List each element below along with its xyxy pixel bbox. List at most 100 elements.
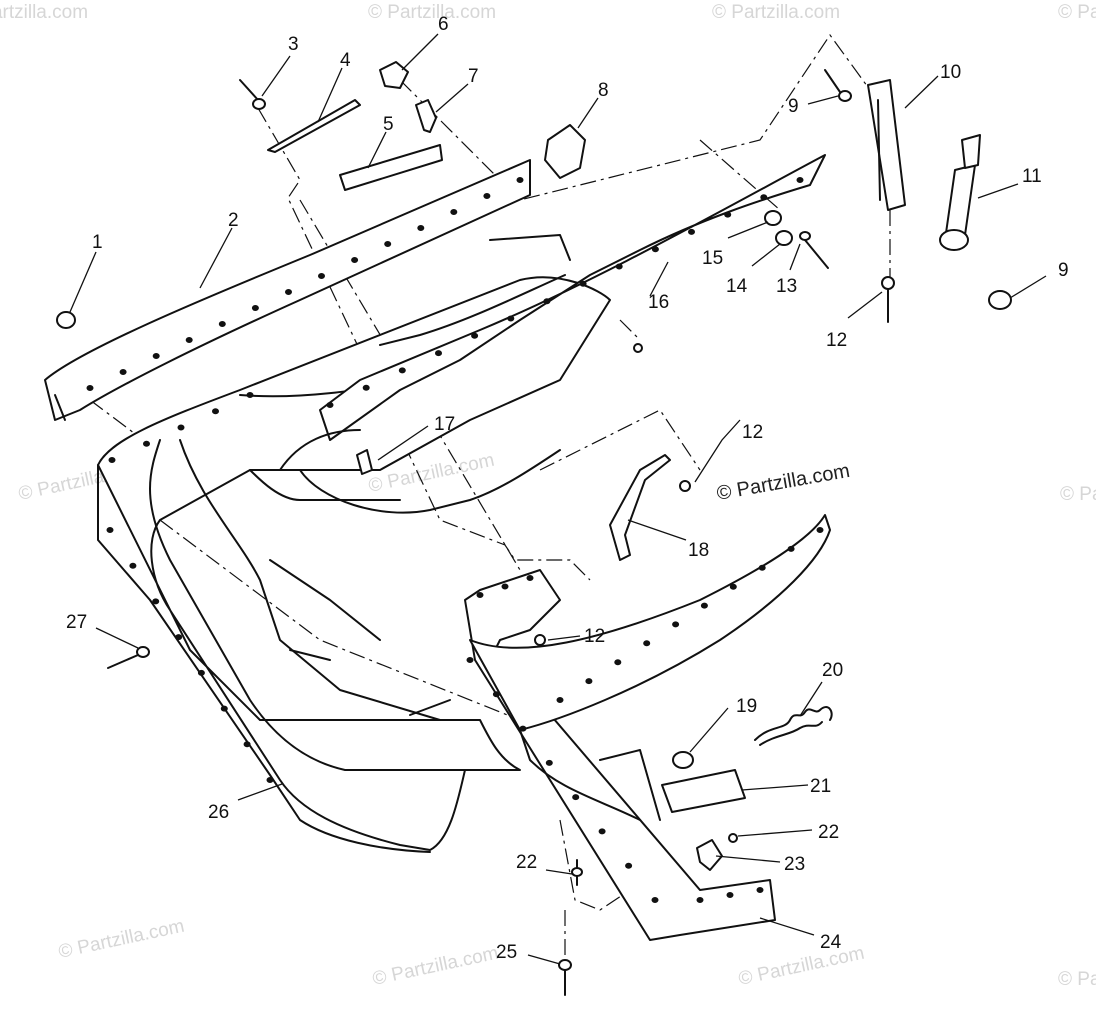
callout-8: 8	[598, 80, 609, 101]
callout-22-left: 22	[516, 852, 537, 873]
callout-20: 20	[822, 660, 843, 681]
callout-9-right: 9	[1058, 260, 1069, 281]
callout-15: 15	[702, 248, 723, 269]
rivet-hole	[450, 209, 458, 215]
part-13-screw	[799, 231, 811, 241]
callout-5: 5	[383, 114, 394, 135]
callout-17: 17	[434, 414, 455, 435]
part-11-arm	[939, 134, 981, 251]
rivet-hole	[212, 408, 219, 415]
rivet-hole	[152, 598, 160, 605]
watermark-text: © Partzilla.com	[371, 943, 501, 990]
rivet-hole	[243, 741, 251, 748]
part-18-bracket	[609, 454, 671, 561]
rivet-hole	[501, 583, 509, 590]
part-21-plate	[661, 769, 746, 813]
callout-12-right: 12	[826, 330, 847, 351]
part-14-nut	[775, 230, 793, 246]
part-12-rivet	[534, 634, 546, 646]
part-12-rivet	[679, 480, 691, 492]
part-17-grommet	[356, 449, 373, 475]
rivet-hole	[585, 678, 593, 685]
rivet-hole	[285, 289, 292, 295]
watermark-text: © Partzilla.com	[712, 2, 840, 23]
rivet-hole	[251, 305, 259, 311]
part-10-bracket	[867, 79, 906, 211]
part-7-fastener	[415, 99, 437, 133]
watermark-text: © Partzilla.com	[0, 2, 88, 23]
rivet-hole	[572, 794, 580, 801]
rivet-hole	[119, 369, 127, 375]
rivet-hole	[129, 562, 137, 569]
callout-11: 11	[1022, 166, 1042, 187]
rivet-hole	[526, 575, 534, 581]
rivet-hole	[598, 828, 606, 835]
part-6-cap	[379, 61, 409, 89]
part-3-rivet	[252, 98, 266, 110]
callout-9-upper: 9	[788, 96, 799, 117]
part-12-rivet	[881, 276, 895, 290]
watermark-main: © Partzilla.com	[715, 460, 852, 505]
callout-21: 21	[810, 776, 831, 797]
callout-19: 19	[736, 696, 757, 717]
rivet-hole	[651, 246, 659, 253]
part-5-strip	[339, 144, 443, 191]
part-22-rivet	[571, 867, 583, 877]
part-22-rivet	[728, 833, 738, 843]
watermark-text: © Partzilla.com	[368, 2, 496, 23]
rivet-hole	[625, 862, 633, 869]
callout-18: 18	[688, 540, 709, 561]
rivet-hole	[579, 280, 587, 287]
callout-26: 26	[208, 802, 229, 823]
rivet-hole	[220, 705, 228, 712]
part-27-rivet	[136, 646, 150, 658]
rivet-hole	[466, 657, 474, 663]
rivet-hole	[398, 367, 406, 374]
rivet-hole	[476, 592, 484, 598]
part-12-rivet	[633, 343, 643, 353]
rivet-hole	[351, 257, 359, 263]
part-15-washer	[764, 210, 782, 226]
rivet-hole	[758, 564, 766, 571]
rivet-hole	[108, 457, 116, 463]
callout-25: 25	[496, 942, 517, 963]
rivet-hole	[266, 777, 274, 783]
rivet-hole	[787, 545, 795, 552]
rivet-hole	[326, 402, 334, 408]
rivet-hole	[177, 424, 185, 431]
rivet-hole	[152, 353, 160, 359]
callout-22-right: 22	[818, 822, 839, 843]
callout-6: 6	[438, 14, 449, 35]
rivet-hole	[816, 527, 824, 533]
rivet-holes	[86, 177, 824, 903]
watermark-text: © Partzilla.com	[1058, 969, 1096, 990]
rivet-hole	[185, 337, 193, 343]
callout-10: 10	[940, 62, 961, 83]
callout-16: 16	[648, 292, 669, 313]
rivet-hole	[696, 897, 704, 903]
callout-13: 13	[776, 276, 797, 297]
part-23-latch	[696, 839, 723, 871]
rivet-hole	[175, 634, 183, 641]
callout-7: 7	[468, 66, 479, 87]
part-4-plate	[267, 99, 361, 153]
callout-1: 1	[92, 232, 103, 253]
front-bumper	[464, 514, 831, 941]
watermark-text: © Partzilla.com	[737, 943, 867, 990]
rivet-hole	[318, 273, 325, 279]
watermark-text: © Partzilla.com	[57, 916, 187, 963]
callout-14: 14	[726, 276, 748, 297]
rivet-hole	[760, 194, 768, 201]
rivet-hole	[471, 332, 479, 339]
rivet-hole	[643, 640, 651, 647]
rivet-hole	[519, 725, 527, 732]
rivet-hole	[756, 887, 764, 893]
watermark-text: © Partzilla.com	[1058, 2, 1096, 23]
callout-27: 27	[66, 612, 87, 633]
rivet-hole	[246, 392, 254, 398]
rivet-hole	[417, 225, 425, 231]
callout-3: 3	[288, 34, 299, 55]
rivet-hole	[614, 659, 622, 666]
rivet-hole	[492, 691, 500, 698]
